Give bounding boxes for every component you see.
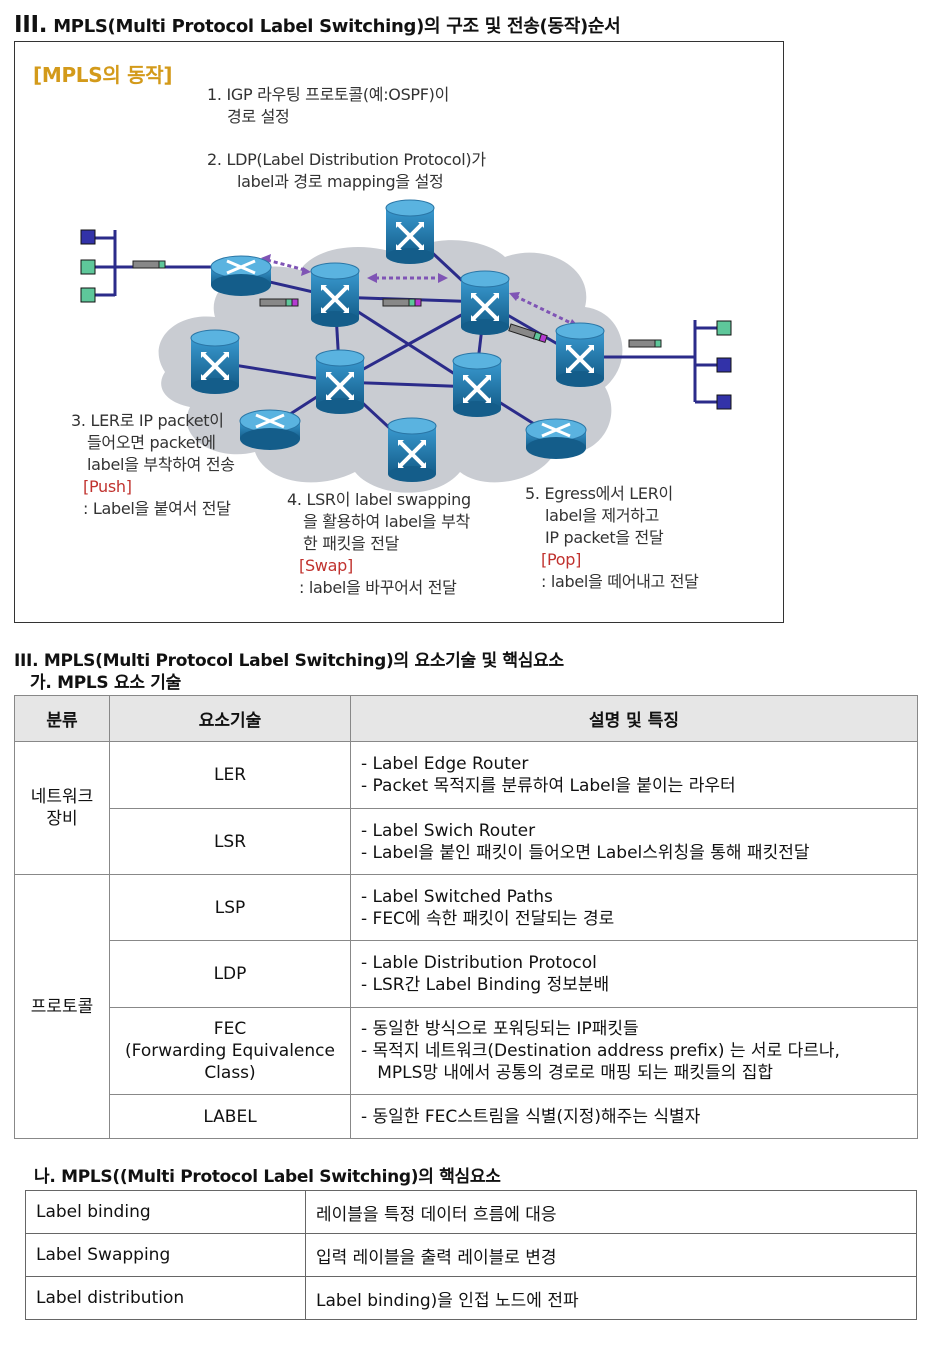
category-cell: 네트워크 장비 xyxy=(14,741,110,875)
subsection-b-title: 나. MPLS((Multi Protocol Label Switching)… xyxy=(34,1167,501,1187)
term-cell: Label binding xyxy=(25,1190,306,1234)
mpls-operation-figure: [MPLS의 동작] 1. IGP 라우팅 프로토콜(예:OSPF)이 경로 설… xyxy=(14,41,784,623)
meaning-cell: 입력 레이블을 출력 레이블로 변경 xyxy=(305,1233,917,1277)
figure-heading: [MPLS의 동작] xyxy=(33,63,173,87)
core-elements-table: Label binding 레이블을 특정 데이터 흐름에 대응 Label S… xyxy=(25,1190,917,1320)
element-technology-table: 분류 요소기술 설명 및 특징 네트워크 장비 LER - Label Edge… xyxy=(14,695,918,1139)
step2-text: 2. LDP(Label Distribution Protocol)가 lab… xyxy=(207,150,486,191)
table-row: LDP - Lable Distribution Protocol - LSR간… xyxy=(15,940,918,1008)
desc-cell: - Label Edge Router - Packet 목적지를 분류하여 L… xyxy=(350,741,918,809)
desc-cell: - Lable Distribution Protocol - LSR간 Lab… xyxy=(350,940,918,1008)
tech-cell: LDP xyxy=(109,940,351,1008)
meaning-cell: Label binding)을 인접 노드에 전파 xyxy=(305,1276,917,1320)
desc-cell: - Label Switched Paths - FEC에 속한 패킷이 전달되… xyxy=(350,874,918,941)
desc-cell: - 동일한 방식으로 포워딩되는 IP패킷들 - 목적지 네트워크(Destin… xyxy=(350,1007,918,1095)
tech-cell: FEC (Forwarding Equivalence Class) xyxy=(109,1007,351,1095)
tech-cell: LSR xyxy=(109,808,351,875)
header-description: 설명 및 특징 xyxy=(350,695,918,742)
ldp-arrows xyxy=(266,258,574,326)
step3-text: 3. LER로 IP packet이 들어오면 packet에 label을 부… xyxy=(71,411,235,518)
table-row: LABEL - 동일한 FEC스트림을 식별(지정)해주는 식별자 xyxy=(15,1094,918,1139)
term-cell: Label distribution xyxy=(25,1276,306,1320)
table-row: LSR - Label Swich Router - Label을 붙인 패킷이… xyxy=(15,808,918,875)
tech-cell: LSP xyxy=(109,874,351,941)
subsection-a-title: 가. MPLS 요소 기술 xyxy=(30,673,181,693)
table-header-row: 분류 요소기술 설명 및 특징 xyxy=(14,695,918,742)
section-title-structure: III. MPLS(Multi Protocol Label Switching… xyxy=(14,12,621,38)
term-cell: Label Swapping xyxy=(25,1233,306,1277)
host-nodes xyxy=(80,229,732,410)
table-row: Label distribution Label binding)을 인접 노드… xyxy=(25,1276,917,1320)
category-cell: 프로토콜 xyxy=(14,874,110,1139)
packets xyxy=(132,260,662,348)
header-category: 분류 xyxy=(14,695,110,742)
section-title-elements: III. MPLS(Multi Protocol Label Switching… xyxy=(14,651,564,671)
step1-text: 1. IGP 라우팅 프로토콜(예:OSPF)이 경로 설정 xyxy=(207,85,450,126)
swap-tag: [Swap] xyxy=(299,556,353,575)
table-row: FEC (Forwarding Equivalence Class) - 동일한… xyxy=(15,1007,918,1095)
step4-text: 4. LSR이 label swapping 을 활용하여 label을 부착 … xyxy=(287,490,471,597)
mpls-network-diagram xyxy=(80,198,732,493)
push-tag: [Push] xyxy=(83,477,132,496)
pop-tag: [Pop] xyxy=(541,550,582,569)
table-row: 네트워크 장비 LER - Label Edge Router - Packet… xyxy=(14,741,918,875)
tech-cell: LABEL xyxy=(109,1094,351,1139)
table-row: Label binding 레이블을 특정 데이터 흐름에 대응 xyxy=(25,1190,917,1234)
desc-cell: - 동일한 FEC스트림을 식별(지정)해주는 식별자 xyxy=(350,1094,918,1139)
desc-cell: - Label Swich Router - Label을 붙인 패킷이 들어오… xyxy=(350,808,918,875)
table-row: Label Swapping 입력 레이블을 출력 레이블로 변경 xyxy=(25,1233,917,1277)
table-row: 프로토콜 LSP - Label Switched Paths - FEC에 속… xyxy=(14,874,918,1139)
header-technology: 요소기술 xyxy=(109,695,351,742)
tech-cell: LER xyxy=(109,741,351,809)
step5-text: 5. Egress에서 LER이 label을 제거하고 IP packet을 … xyxy=(525,484,699,591)
meaning-cell: 레이블을 특정 데이터 흐름에 대응 xyxy=(305,1190,917,1234)
